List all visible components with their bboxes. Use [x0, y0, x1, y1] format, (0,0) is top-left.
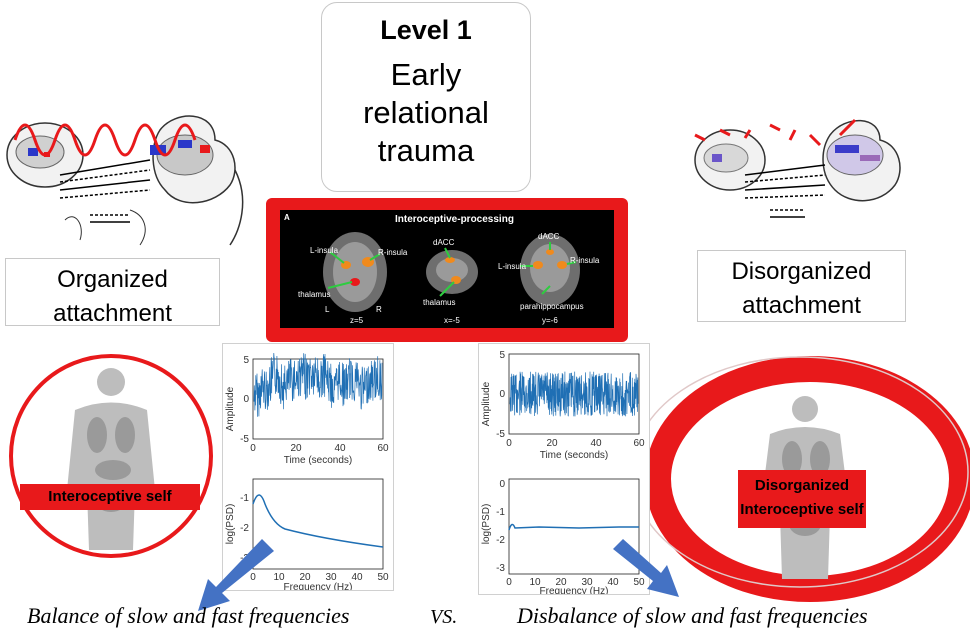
mri-label: R-insula — [378, 248, 408, 257]
tick-label: 60 — [633, 438, 645, 449]
right-psd-line — [508, 523, 639, 531]
disorganized-self-label: Disorganized Interoceptive self — [738, 470, 866, 528]
tick-label: 30 — [325, 572, 337, 583]
left-caption: Balance of slow and fast frequencies — [27, 603, 350, 628]
level-box: Level 1 Early relational trauma — [321, 2, 531, 192]
disorganized-self-label-line2: Interoceptive self — [740, 501, 864, 518]
mri-label: parahippocampus — [520, 302, 584, 311]
disorganized-dyad-illustration — [694, 118, 901, 218]
tick-label: -3 — [496, 563, 505, 574]
tick-label: 0 — [506, 577, 512, 588]
level-subtitle: Early relational trauma — [363, 57, 489, 168]
brain-slices — [323, 232, 580, 312]
left-arrow-icon — [198, 539, 274, 611]
mri-title: Interoceptive-processing — [395, 214, 514, 225]
right-time-series-line — [509, 371, 639, 417]
mri-label: R-insula — [570, 256, 600, 265]
right-time-xlabel: Time (seconds) — [540, 450, 609, 461]
tick-label: 0 — [506, 438, 512, 449]
right-psd-ylabel: log(PSD) — [481, 504, 492, 545]
mri-label: R — [376, 305, 382, 314]
tick-label: 5 — [499, 350, 505, 361]
tick-label: 0 — [250, 572, 256, 583]
tick-label: 20 — [546, 438, 558, 449]
left-psd-line — [252, 494, 384, 548]
right-arrow-icon — [613, 539, 679, 597]
tick-label: 40 — [590, 438, 602, 449]
vs-caption: VS. — [430, 606, 458, 628]
mri-label: dACC — [538, 232, 560, 241]
mri-label: z=5 — [350, 316, 364, 325]
mri-label: L-insula — [498, 262, 527, 271]
tick-label: 0 — [499, 479, 505, 490]
right-psd-xlabel: Frequency (Hz) — [540, 586, 609, 594]
left-time-ylabel: Amplitude — [225, 386, 236, 431]
mri-label: x=-5 — [444, 316, 460, 325]
mri-label: dACC — [433, 238, 455, 247]
right-caption: Disbalance of slow and fast frequencies — [517, 603, 868, 628]
disorganized-attachment-label: Disorganized attachment — [697, 250, 906, 322]
left-time-xlabel: Time (seconds) — [284, 455, 353, 466]
tick-label: 20 — [555, 577, 567, 588]
interoceptive-self-label: Interoceptive self — [20, 484, 200, 510]
tick-label: -2 — [496, 535, 505, 546]
tick-label: 50 — [377, 572, 389, 583]
tick-label: -5 — [240, 434, 249, 445]
organized-attachment-label: Organized attachment — [5, 258, 220, 327]
mri-label: thalamus — [298, 290, 331, 299]
left-time-series-line — [253, 352, 383, 417]
tick-label: 0 — [250, 443, 256, 454]
tick-label: -2 — [240, 523, 249, 534]
tick-label: 60 — [377, 443, 389, 454]
tick-label: 50 — [633, 577, 645, 588]
mri-label: L-insula — [310, 246, 339, 255]
left-psd-xlabel: Frequency (Hz) — [284, 582, 353, 590]
tick-label: 0 — [243, 394, 249, 405]
organized-dyad-illustration — [6, 115, 244, 246]
tick-label: 40 — [334, 443, 346, 454]
tick-label: 40 — [351, 572, 363, 583]
tick-label: 20 — [290, 443, 302, 454]
tick-label: 5 — [243, 355, 249, 366]
mri-label: thalamus — [423, 298, 456, 307]
tick-label: 20 — [299, 572, 311, 583]
left-psd-ylabel: log(PSD) — [225, 504, 236, 545]
tick-label: 10 — [273, 572, 285, 583]
organized-self-circle — [9, 354, 213, 558]
mri-label: y=-6 — [542, 316, 558, 325]
tick-label: 0 — [499, 389, 505, 400]
tick-label: 10 — [529, 577, 541, 588]
mri-label: L — [325, 305, 330, 314]
left-plots-panel: Amplitude 5 0 -5 0 20 40 60 Time (second… — [222, 343, 394, 593]
mri-image: A Interoceptive-processing — [280, 210, 614, 328]
tick-label: 30 — [581, 577, 593, 588]
tick-label: -1 — [496, 507, 505, 518]
right-time-ylabel: Amplitude — [481, 381, 492, 426]
level-title: Level 1 — [380, 15, 472, 45]
tick-label: -1 — [240, 493, 249, 504]
tick-label: 40 — [607, 577, 619, 588]
disorganized-self-label-line1: Disorganized — [754, 477, 850, 494]
tick-label: -5 — [496, 429, 505, 440]
mri-panel: A Interoceptive-processing — [266, 198, 628, 342]
mri-panel-letter: A — [284, 213, 290, 222]
